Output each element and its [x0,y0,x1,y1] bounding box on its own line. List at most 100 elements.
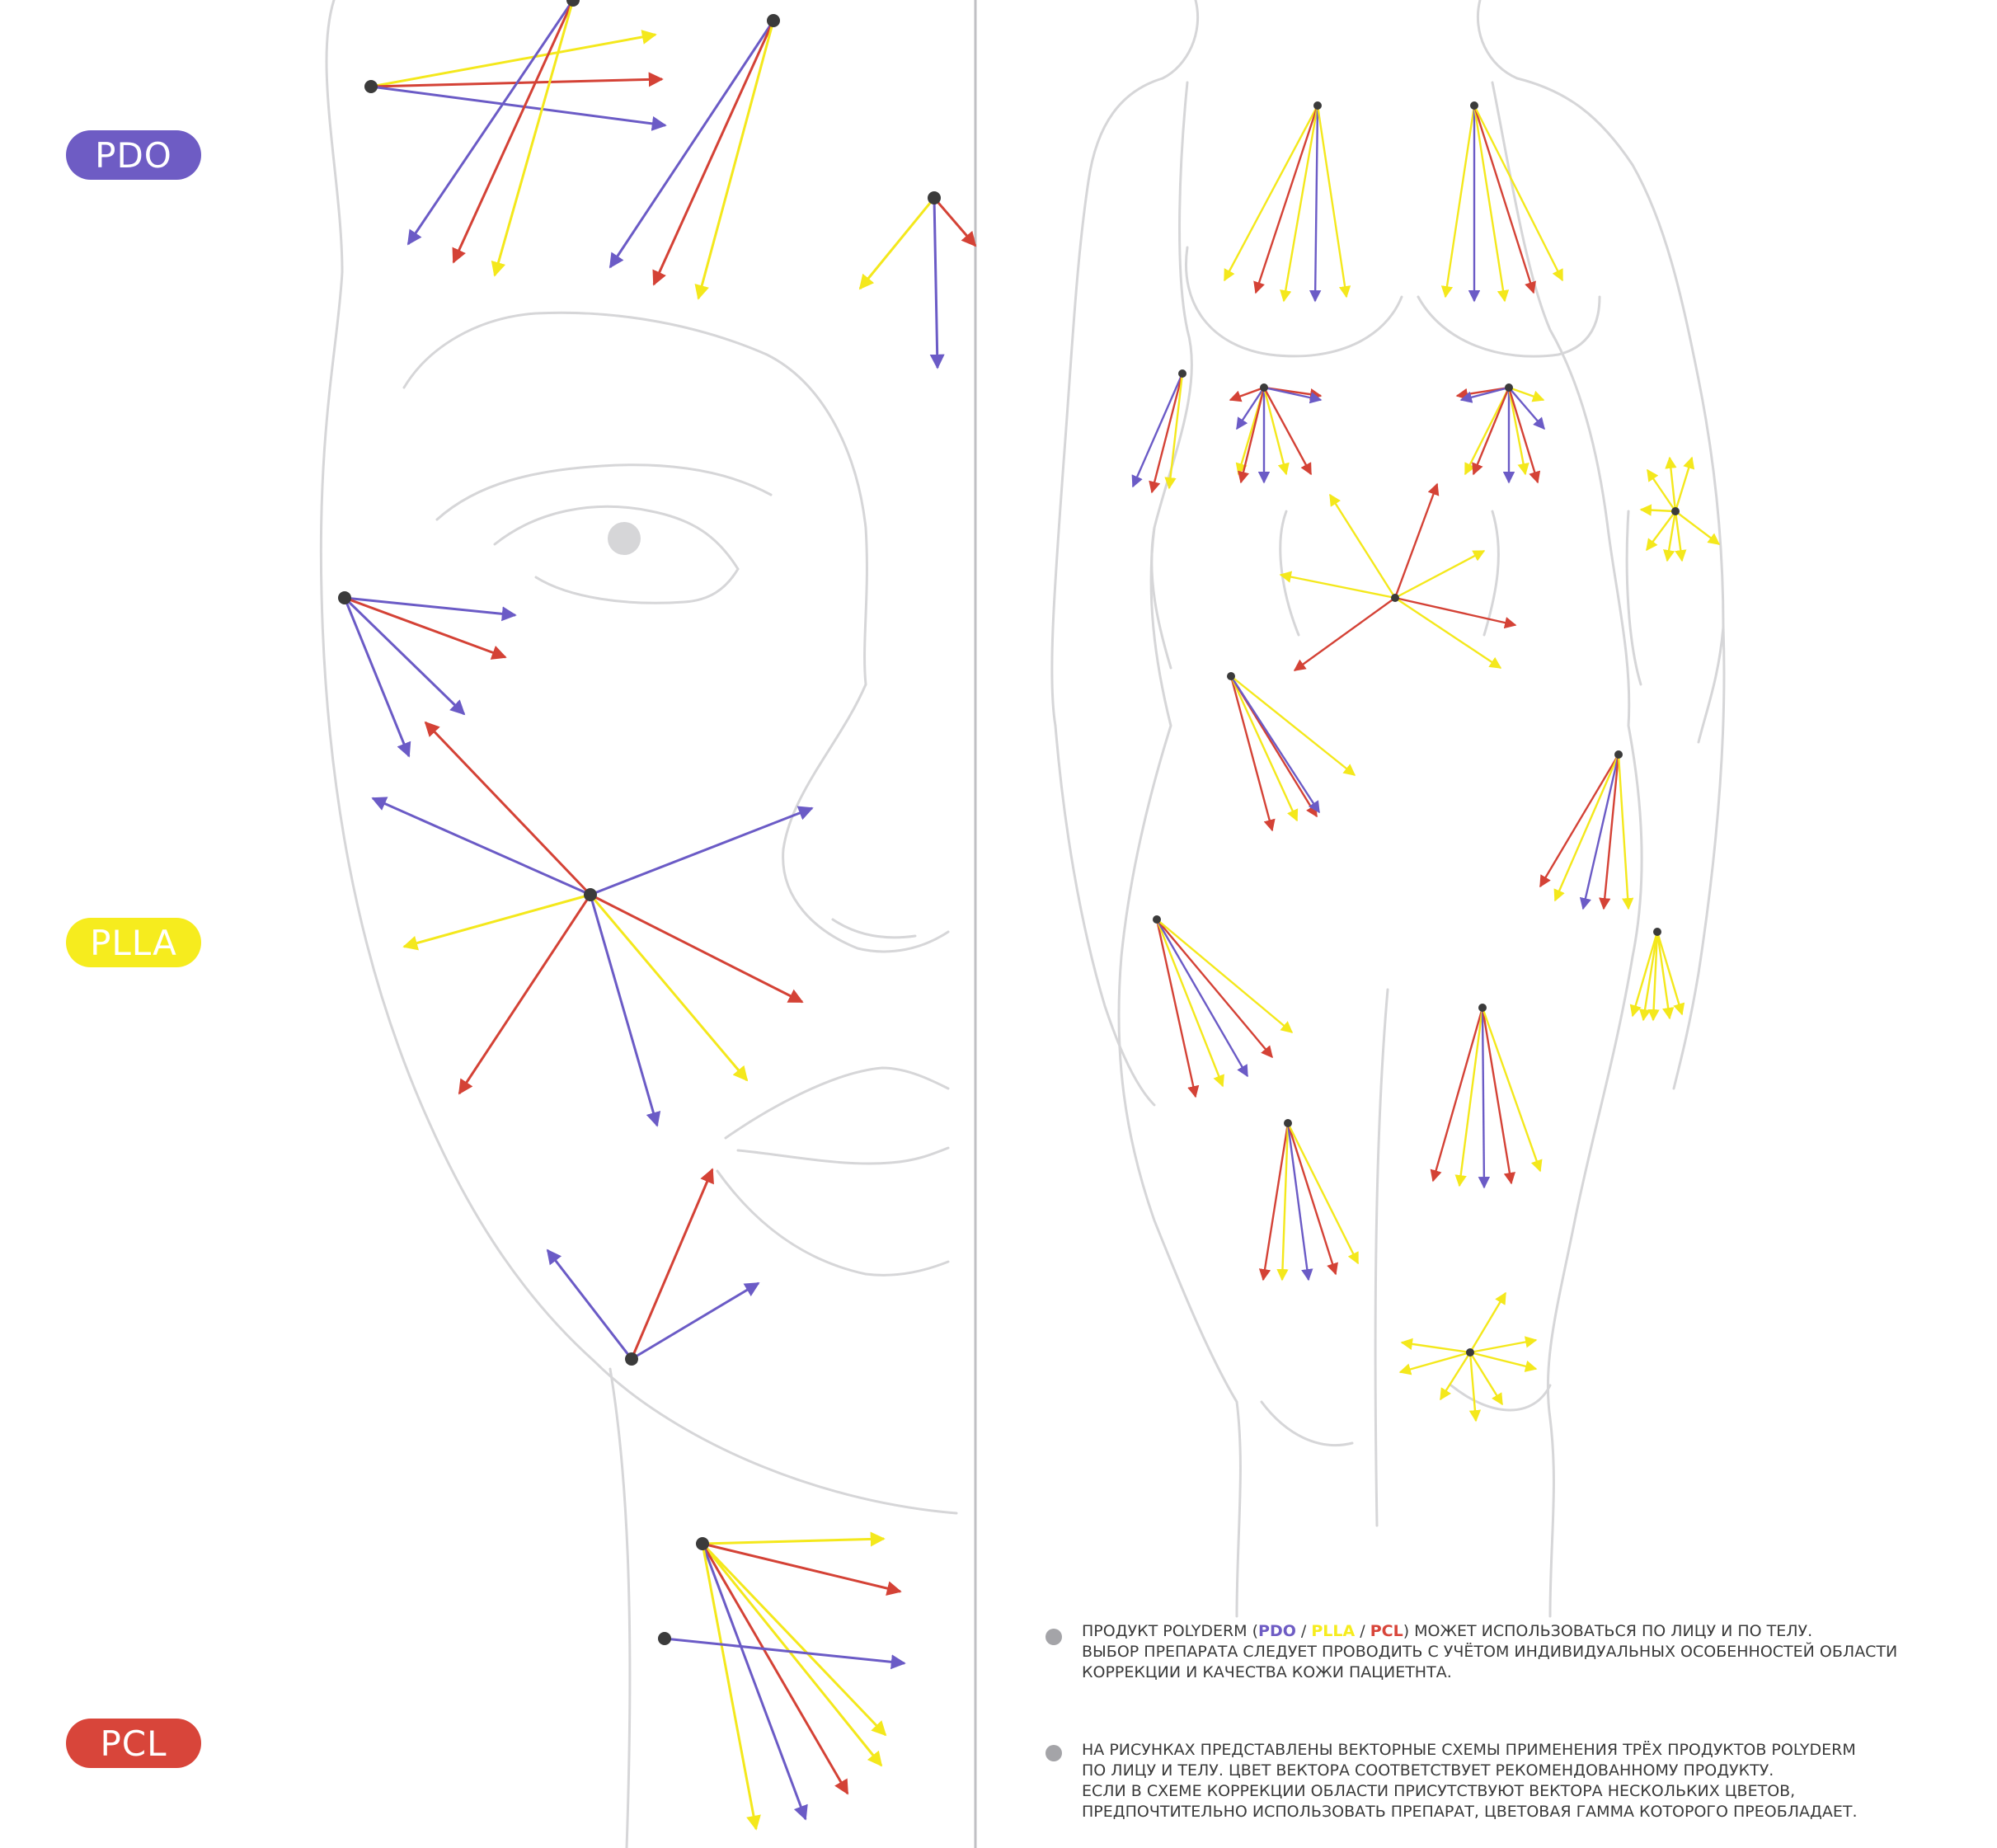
body-right-arm-inner [1625,510,1642,686]
legend-plla-label: PLLA [90,922,177,963]
note-2-line-2: ПО ЛИЦУ И ТЕЛУ. ЦВЕТ ВЕКТОРА СООТВЕТСТВУ… [1082,1761,1774,1780]
body-center-leg-line [1374,988,1389,1527]
plla-vector-arrow [702,1531,886,1547]
plla-vector-arrow [1440,105,1476,299]
pcl-vector-arrow [1507,387,1541,484]
face-head-outline [319,0,958,1515]
pdo-vector-arrow [344,596,517,622]
injection-point [364,80,378,93]
body-left-shoulder-arm [1050,77,1164,727]
injection-point [767,14,780,27]
pdo-vector-arrow [370,85,667,131]
plla-vector-arrow [1468,1291,1507,1353]
face-neck-outline [608,1367,632,1848]
plla-vector-arrow [1464,387,1511,476]
face-lower-lip-outline [716,1169,950,1277]
plla-vector-arrow [1229,675,1299,822]
injection-point [1614,750,1623,759]
pcl-vector-arrow [1258,1122,1290,1281]
pcl-vector-arrow [1473,105,1536,294]
plla-vector-arrow [1439,1352,1472,1401]
face-brow-outline [435,463,773,521]
plla-vector-arrow [1398,1351,1471,1375]
pcl-vector-arrow [1262,387,1313,476]
body-right-belly-contour [1482,510,1500,637]
injection-point [1178,369,1186,378]
plla-vector-arrow [1646,510,1676,552]
injection-point [1153,915,1161,924]
injection-point [1466,1348,1474,1357]
vector-arrows [343,0,1721,1831]
plla-vector-arrow [1639,504,1676,516]
body-right-shoulder-arm [1515,77,1725,744]
body-outlines [319,0,1726,1848]
pdo-vector-arrow [1229,675,1321,814]
injection-point [338,591,351,604]
face-pupil [608,522,641,555]
injection-points [338,0,1680,1645]
note-2-line-4: ПРЕДПОЧТИТЕЛЬНО ИСПОЛЬЗОВАТЬ ПРЕПАРАТ, Ц… [1082,1803,1858,1821]
plla-vector-arrow [1316,105,1351,299]
plla-vector-arrow [1468,1352,1504,1406]
pdo-vector-arrow [701,1543,808,1821]
pcl-vector-arrow [1149,373,1184,494]
injection-point [1227,672,1235,680]
face-eye-upper-outline [493,505,740,571]
face-nose-outline [782,683,950,953]
body-right-neck [1476,0,1519,80]
pcl-vector-arrow [1430,1007,1484,1183]
note-1-prefix: ПРОДУКТ POLYDERM ( [1082,1622,1259,1640]
plla-vector-arrow [1647,468,1676,512]
pcl-vector-arrow [702,1542,902,1596]
plla-vector-arrow [701,1543,883,1767]
pcl-vector-arrow [1599,754,1620,910]
pcl-vector-arrow [344,596,507,660]
pdo-vector-arrow [1309,105,1322,303]
pdo-vector-arrow [590,806,814,896]
plla-vector-arrow [1468,1352,1482,1422]
injection-point [1391,594,1399,602]
face-nostril-outline [831,918,917,939]
injection-point [1260,383,1268,392]
pdo-vector-arrow [1286,1122,1313,1281]
body-right-buttock [1450,1384,1552,1412]
plla-vector-arrow [402,893,591,951]
pdo-vector-arrow [589,894,661,1127]
injection-point [566,0,580,7]
plla-vector-arrow [1675,510,1721,545]
plla-vector-arrow [1656,931,1675,1020]
plla-vector-arrow [1473,105,1564,282]
note-1-line-3: КОРРЕКЦИИ И КАЧЕСТВА КОЖИ ПАЦИЕТНТА. [1082,1663,1452,1681]
plla-vector-arrow [1553,754,1620,902]
injection-point [1313,101,1322,110]
plla-vector-arrow [701,1543,761,1831]
plla-vector-arrow [1164,373,1184,490]
pcl-vector-arrow [1472,387,1511,476]
pdo-vector-arrow [406,0,575,246]
legend-pdo-label: PDO [95,134,172,176]
plla-vector-arrow [1674,456,1695,512]
plla-vector-arrow [1617,754,1634,910]
note-1-suffix: ) МОЖЕТ ИСПОЛЬЗОВАТЬСЯ ПО ЛИЦУ И ПО ТЕЛУ… [1403,1622,1813,1640]
plla-vector-arrow [1469,1351,1538,1372]
pcl-vector-arrow [1238,387,1266,484]
plla-vector-arrow [370,30,657,88]
plla-vector-arrow [589,894,749,1082]
body-right-torso [1491,81,1643,1618]
pcl-vector-arrow [1155,919,1200,1098]
plla-vector-arrow [1674,510,1687,562]
plla-vector-arrow [1280,105,1319,303]
pcl-vector-arrow [1253,105,1319,294]
pdo-vector-arrow [608,20,775,269]
body-belly-contour [1279,510,1300,637]
plla-vector-arrow [858,197,936,290]
plla-vector-arrow [1155,919,1224,1088]
pdo-vector-arrow [1263,386,1323,404]
pdo-vector-arrow [343,596,466,716]
body-left-neck [1161,0,1200,80]
pcl-vector-arrow [1394,596,1517,629]
plla-vector-arrow [1507,387,1529,476]
body-right-forearm [1672,625,1726,1090]
pcl-vector-arrow [1539,754,1620,888]
pdo-vector-arrow [1478,1007,1491,1189]
